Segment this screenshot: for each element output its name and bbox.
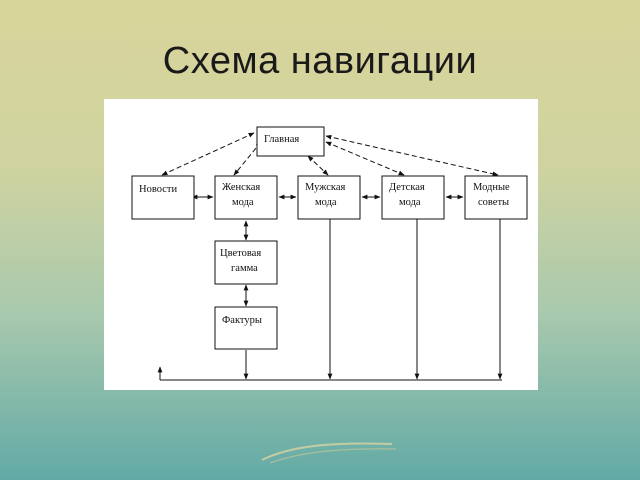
node-tips-label-1: Модные [473,182,510,193]
edge-main-tips [325,134,499,177]
node-women-label-2: мода [232,197,254,208]
node-men-label-1: Мужская [305,182,346,193]
node-men-label-2: мода [315,197,337,208]
node-men: Мужская мода [297,175,361,220]
slide-title: Схема навигации [162,40,478,82]
node-main: Главная [256,126,325,157]
node-kids: Детская мода [381,175,445,220]
edge-main-kids [325,141,405,176]
node-color-label-1: Цветовая [220,248,261,259]
node-news-label-1: Новости [139,184,177,195]
node-tips-label-2: советы [478,197,509,208]
diagram-canvas: Главная Новости Женская мода Мужская мод… [131,126,528,381]
node-kids-label-1: Детская [389,182,425,193]
node-women-label-1: Женская [222,182,260,193]
node-color: Цветовая гамма [214,240,278,285]
node-color-label-2: гамма [231,263,258,274]
node-news: Новости [131,175,195,220]
decorative-swoosh [261,442,397,464]
edge-main-news [161,132,255,176]
edge-main-women [233,141,262,176]
edge-main-men [307,155,329,176]
node-kids-label-2: мода [399,197,421,208]
node-tips: Модные советы [464,175,528,220]
node-texture: Фактуры [214,306,278,350]
node-texture-label-1: Фактуры [222,315,262,326]
node-main-label-1: Главная [264,134,299,145]
navigation-diagram: Главная Новости Женская мода Мужская мод… [104,99,538,390]
node-women: Женская мода [214,175,278,220]
